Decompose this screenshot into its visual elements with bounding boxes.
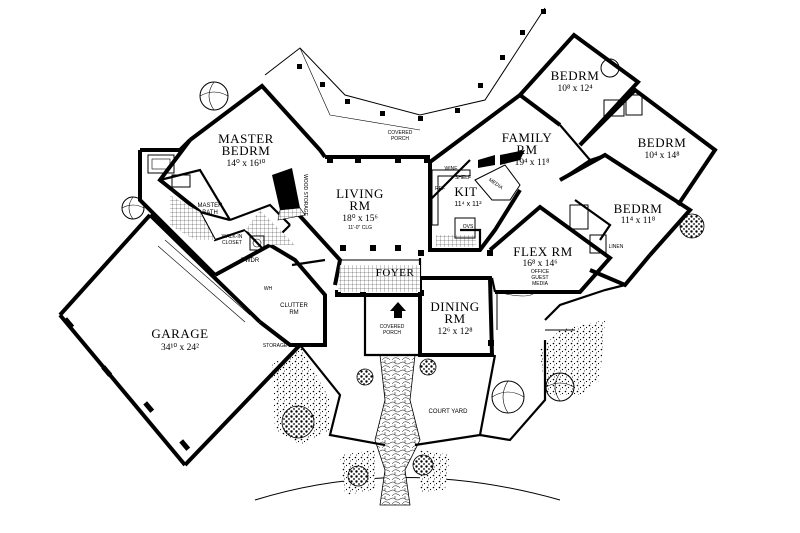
- room-name: MASTER: [218, 131, 274, 146]
- porch-post: [541, 9, 546, 14]
- room-name: PWDR: [241, 258, 260, 264]
- shelf-label: SHELF: [455, 175, 471, 181]
- room-name: BEDRM: [551, 68, 600, 83]
- room-note: GUEST: [531, 275, 548, 281]
- interior-walls: [159, 124, 612, 295]
- room-name: LIVING: [336, 186, 384, 201]
- entry-porch-label: COVERED: [380, 324, 405, 330]
- room-bedrm-top: BEDRM 10⁸ x 12⁴: [551, 68, 600, 94]
- porch-post: [455, 108, 460, 113]
- shrub-entry-right: [419, 358, 437, 376]
- stone-walkway: [374, 354, 421, 506]
- room-dims: 10⁸ x 12⁴: [557, 84, 593, 94]
- room-family-rm: FAMILY RM 19⁴ x 11⁸: [502, 130, 553, 168]
- room-dims: 11⁴ x 11²: [454, 201, 482, 208]
- tree-right-court: [491, 380, 525, 414]
- covered-porch-label: COVERED: [388, 130, 413, 136]
- porch-post: [478, 83, 483, 88]
- room-dims: 14⁰ x 16¹⁰: [227, 158, 266, 169]
- garage-details: [63, 239, 251, 451]
- room-garage: GARAGE 34¹⁰ x 24²: [151, 326, 208, 353]
- shrub-east: [679, 213, 705, 239]
- structural-posts: [327, 157, 494, 346]
- room-name: RM: [516, 142, 537, 157]
- room-note: MEDIA: [532, 281, 549, 287]
- shrub-walk-right: [412, 454, 434, 476]
- linen-label: LINEN: [609, 244, 624, 250]
- court-yard-label: COURT YARD: [429, 409, 469, 415]
- shrub-walk-left: [347, 465, 369, 487]
- room-dims: 12⁶ x 12⁸: [437, 327, 472, 337]
- porch-post: [418, 116, 423, 121]
- room-name: BATH: [202, 210, 218, 216]
- media-label: MEDIA: [487, 177, 504, 191]
- room-dims: 11⁴ x 11⁸: [621, 216, 655, 226]
- room-name: BEDRM: [614, 201, 663, 216]
- tree-nw: [199, 81, 229, 111]
- room-kit: KIT 11⁴ x 11²: [454, 184, 482, 208]
- room-dims: 16⁸ x 14⁶: [522, 259, 557, 269]
- fireplace: [272, 168, 306, 221]
- porch-post: [345, 99, 350, 104]
- svg-text:PORCH: PORCH: [391, 136, 409, 142]
- room-note: OFFICE: [531, 269, 550, 275]
- room-name: RM: [444, 311, 465, 326]
- doors: [496, 291, 575, 331]
- wh-label: WH: [264, 286, 273, 292]
- room-master-bath: MASTER BATH: [197, 203, 223, 216]
- room-pwdr: PWDR: [241, 258, 260, 264]
- room-name: WALK-IN: [222, 234, 243, 240]
- room-walk-in-closet: WALK-IN CLOSET: [222, 234, 243, 246]
- porch-post: [320, 82, 325, 87]
- shrub-entry-left: [356, 368, 374, 386]
- entry-porch-label: PORCH: [383, 330, 401, 336]
- room-name: CLUTTER: [280, 303, 308, 309]
- room-name: CLOSET: [222, 240, 242, 246]
- tree-left-court: [281, 405, 315, 439]
- room-master-bedrm: MASTER BEDRM 14⁰ x 16¹⁰: [218, 131, 274, 169]
- porch-post: [500, 55, 505, 60]
- room-dims: 19⁴ x 11⁸: [515, 158, 550, 168]
- room-clutter-rm: CLUTTER RM: [280, 303, 308, 316]
- entry-arrow: [390, 302, 406, 318]
- room-name: FAMILY: [502, 130, 553, 145]
- room-name: KIT: [454, 184, 477, 199]
- ref-label: REF: [435, 186, 445, 192]
- bath-fixtures: [147, 94, 643, 254]
- room-dining-rm: DINING RM 12⁶ x 12⁸: [430, 299, 479, 337]
- porch-post: [520, 30, 525, 35]
- room-bedrm-lower: BEDRM 11⁴ x 11⁸: [614, 201, 663, 226]
- gravel-bed-right: [540, 320, 605, 395]
- room-name: DINING: [430, 299, 479, 314]
- room-name: FLEX RM: [513, 244, 572, 259]
- storage-label: STORAGE: [263, 343, 288, 349]
- plants: [121, 58, 705, 487]
- room-flex-rm: FLEX RM 16⁸ x 14⁶ OFFICE GUEST MEDIA: [513, 244, 572, 287]
- room-foyer: FOYER: [376, 267, 415, 279]
- kitchen-fixtures: [431, 150, 525, 239]
- porch-post: [297, 64, 302, 69]
- room-dims: 10⁴ x 14⁸: [644, 151, 679, 161]
- wine-label: WINE: [444, 166, 458, 172]
- room-name: GARAGE: [151, 326, 208, 341]
- porch-post: [380, 111, 385, 116]
- room-name: BEDRM: [222, 143, 271, 158]
- room-dims: 18⁰ x 15⁶: [342, 213, 378, 224]
- room-name: RM: [349, 198, 370, 213]
- wood-storage-label: WOOD STORAGE: [302, 174, 308, 217]
- room-living-rm: LIVING RM 18⁰ x 15⁶ 11'-0" CLG: [336, 186, 384, 231]
- ceiling-note: 11'-0" CLG: [348, 225, 372, 231]
- room-dims: 34¹⁰ x 24²: [161, 342, 199, 353]
- court-yard-wall: [299, 283, 626, 447]
- room-name: RM: [289, 310, 298, 316]
- room-name: BEDRM: [638, 135, 687, 150]
- covered-porch-back: COVERED PORCH: [264, 7, 546, 142]
- room-bedrm-right: BEDRM 10⁴ x 14⁸: [638, 135, 687, 161]
- room-name: FOYER: [376, 267, 415, 279]
- ovs-label: OVS: [463, 224, 474, 230]
- room-name: MASTER: [197, 203, 223, 209]
